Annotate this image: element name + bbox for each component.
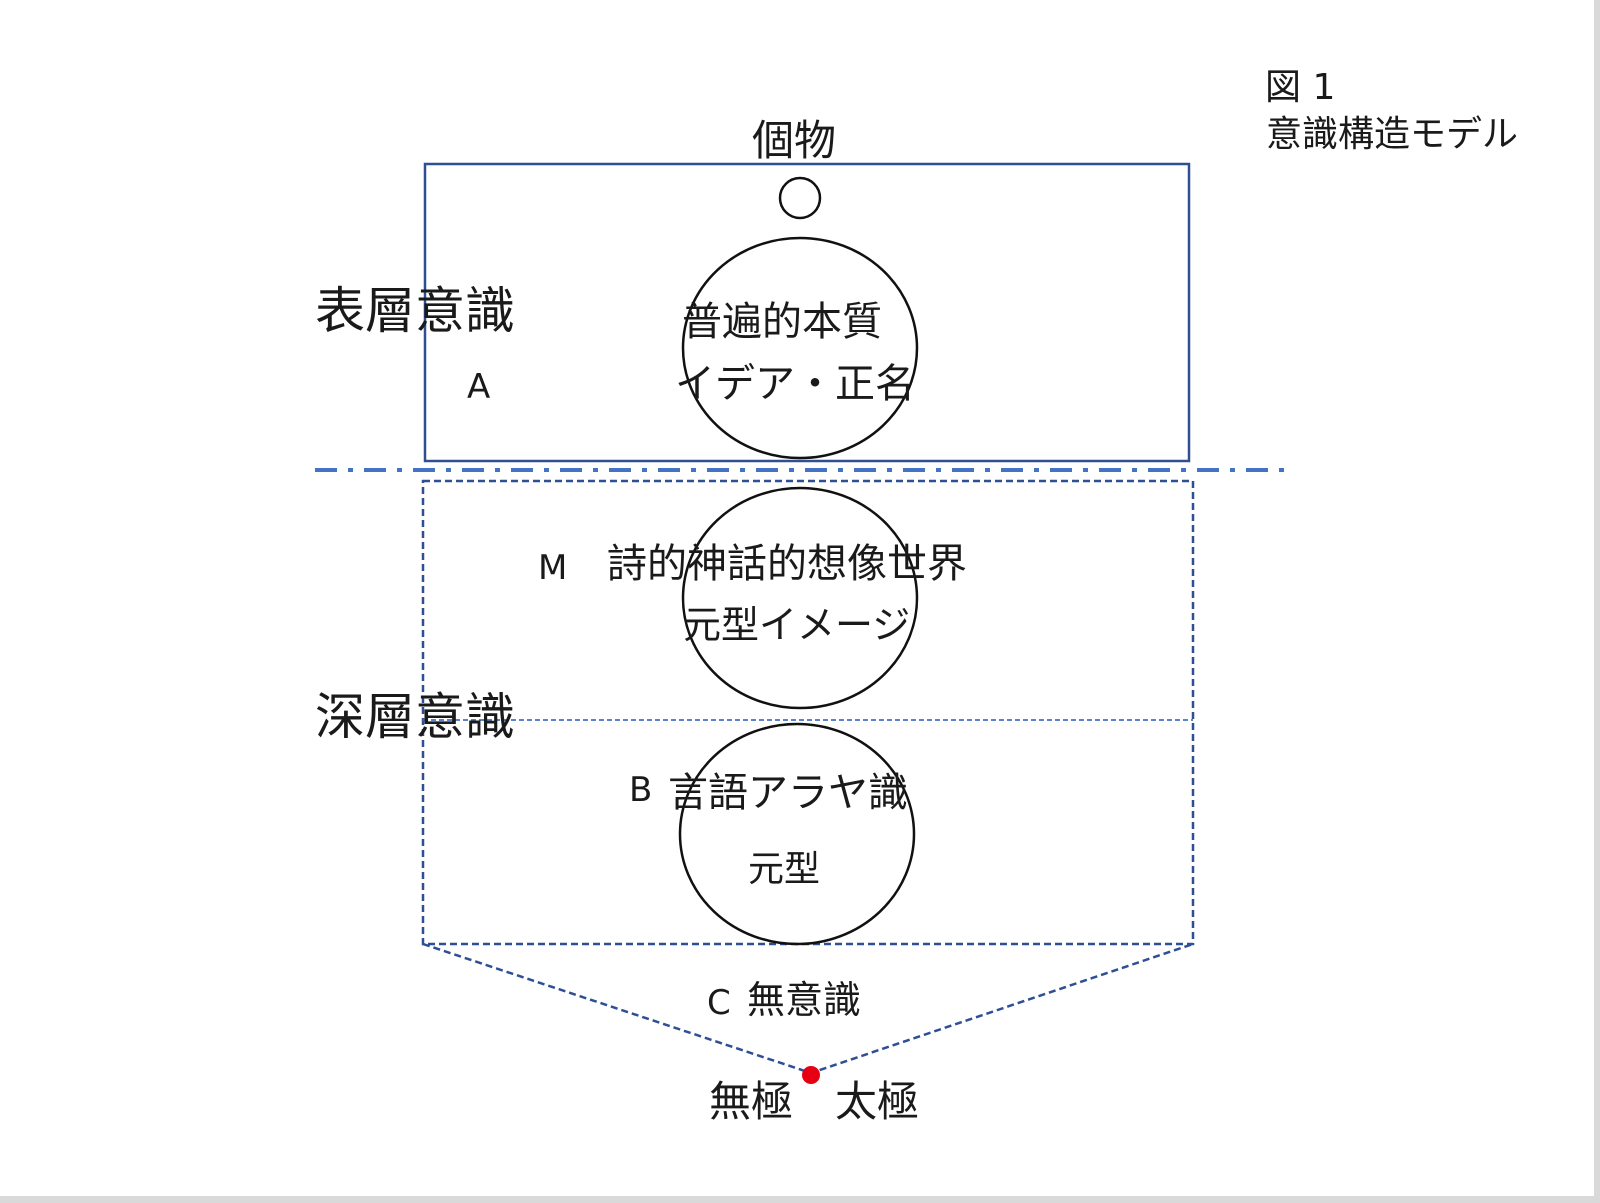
alaya-line1: 言語アラヤ識	[668, 770, 908, 816]
unconscious-marker: C	[707, 983, 731, 1023]
individual-circle	[778, 176, 822, 220]
apex-dot	[802, 1066, 820, 1084]
surface-layer-marker: A	[467, 367, 491, 407]
alaya-circle	[678, 722, 916, 946]
unconscious-label: 無意識	[747, 978, 862, 1022]
alaya-marker: B	[629, 770, 653, 810]
apex-label: 無極 太極	[709, 1077, 920, 1126]
essence-line2: イデア・正名	[675, 361, 915, 407]
individual-label: 個物	[752, 116, 837, 165]
figure-number: 図 1	[1265, 67, 1336, 108]
essence-circle	[681, 236, 919, 460]
deep-layer-name: 深層意識	[315, 688, 515, 746]
mythic-line1: 詩的神話的想像世界	[607, 541, 967, 587]
mythic-marker: M	[538, 548, 568, 588]
window-edge-right	[1594, 0, 1600, 1203]
surface-layer-box	[423, 162, 1191, 463]
surface-layer-name: 表層意識	[315, 282, 515, 340]
essence-line1: 普遍的本質	[682, 299, 882, 345]
mythic-circle	[681, 486, 919, 710]
mythic-line2: 元型イメージ	[683, 603, 911, 647]
window-edge-bottom	[0, 1196, 1600, 1203]
alaya-line2: 元型	[748, 849, 821, 890]
figure-title: 意識構造モデル	[1266, 114, 1519, 155]
